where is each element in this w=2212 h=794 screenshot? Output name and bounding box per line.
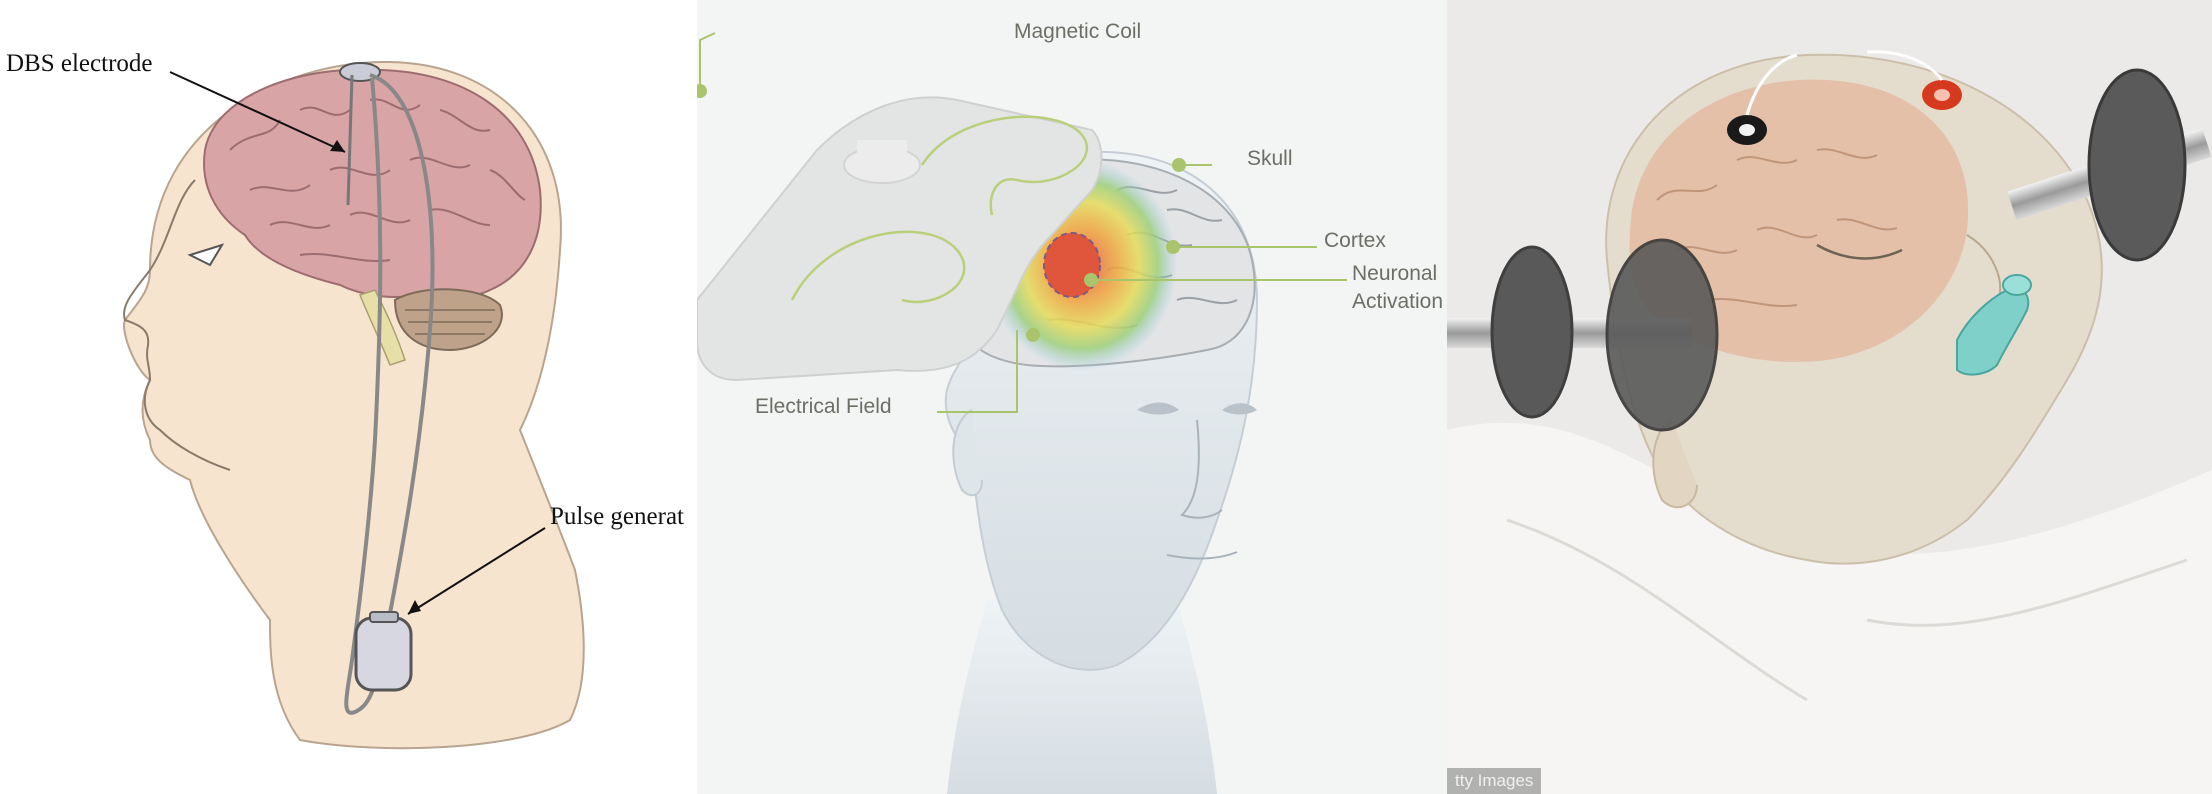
dbs-head-drawing [0,0,697,794]
left-electrode-disc-outer [1492,247,1572,417]
tms-illustration-panel: Magnetic Coil Skull Cortex Neuronal Acti… [697,0,1447,794]
ect-illustration-panel: tty Images [1447,0,2212,794]
dbs-electrode-label: DBS electrode [6,50,152,78]
neuronal-activation-label-line1: Neuronal [1352,260,1437,288]
pulse-generator-device [356,618,411,690]
dbs-illustration-panel: DBS electrode Pulse generat [0,0,697,794]
cortex-label: Cortex [1324,227,1386,255]
ect-patient-drawing [1447,0,2212,794]
right-electrode-disc [2089,70,2185,260]
eeg-electrode-black [1727,115,1767,145]
left-electrode-disc-inner [1607,240,1717,430]
pulse-generator-label: Pulse generat [550,503,684,531]
electrical-field-label: Electrical Field [755,393,892,421]
skull-label: Skull [1247,145,1293,173]
eeg-electrode-red [1922,80,1962,110]
coil-callout-line [700,33,715,91]
neuronal-activation-spot [1044,233,1100,297]
magnetic-coil-label: Magnetic Coil [1014,18,1141,46]
watermark: tty Images [1447,768,1541,794]
neuronal-activation-label-line2: Activation [1352,288,1443,316]
